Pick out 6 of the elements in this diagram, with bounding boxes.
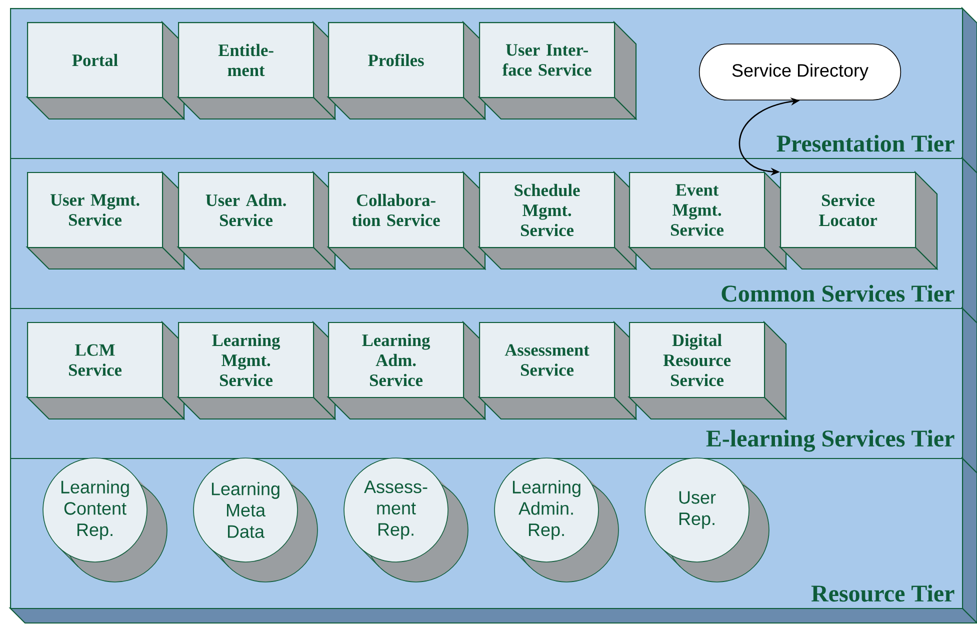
- repository-disc: Learning Admin. Rep.: [494, 458, 619, 582]
- directory-pill: Service Directory: [698, 44, 902, 100]
- repository-disc: Learning Content Rep.: [42, 458, 168, 582]
- repository-disc: User Rep.: [644, 458, 770, 582]
- repository-disc: Learning Meta Data: [193, 458, 318, 582]
- repository-disc: Assess- ment Rep.: [344, 458, 468, 582]
